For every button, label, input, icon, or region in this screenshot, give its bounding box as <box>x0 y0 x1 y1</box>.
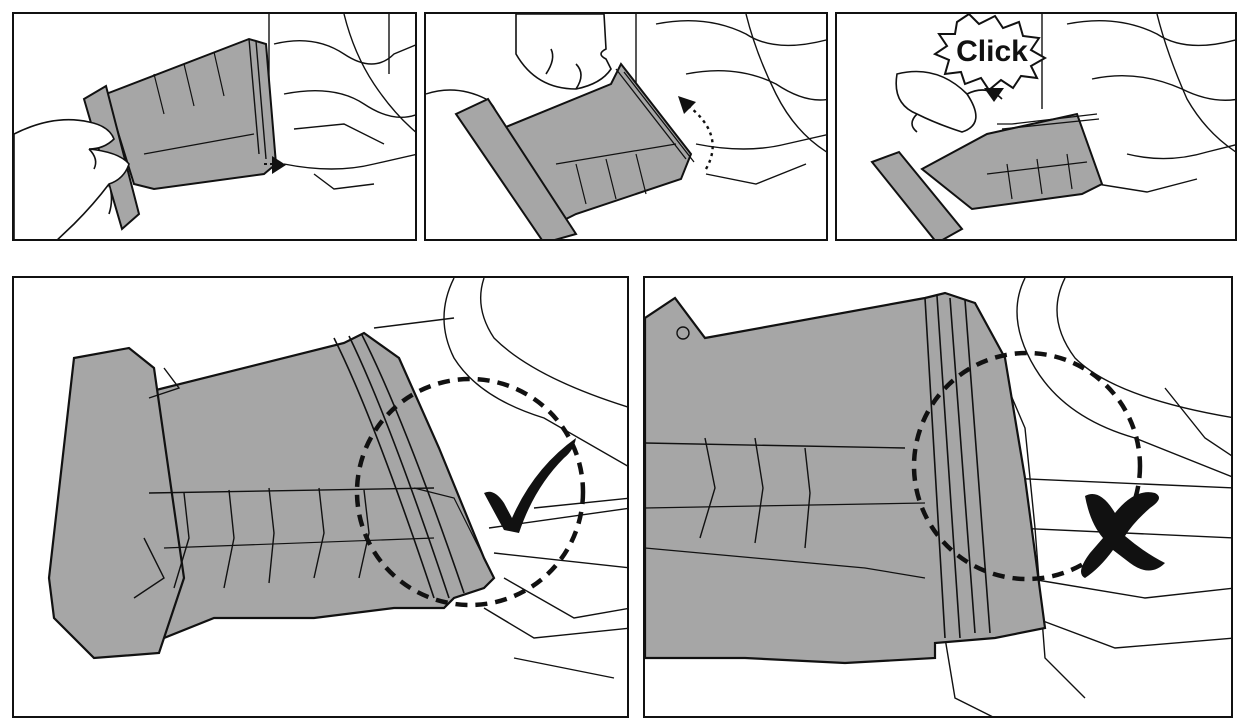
duct-part <box>870 112 1104 239</box>
cross-icon <box>1081 492 1165 578</box>
step-2-panel <box>424 12 828 241</box>
dashed-circle <box>911 350 1143 582</box>
arrow-icon <box>984 88 1004 102</box>
step-2-illustration <box>426 14 826 239</box>
hand-icon <box>14 118 130 239</box>
machine-body <box>373 278 627 679</box>
step-1-illustration <box>14 14 415 239</box>
click-burst-icon: Click <box>932 14 1048 92</box>
duct-part <box>47 331 496 660</box>
step-3-panel: Click <box>835 12 1237 241</box>
arrow-icon <box>685 103 714 170</box>
checkmark-icon <box>484 438 576 533</box>
machine-body <box>268 14 415 190</box>
step-1-panel <box>12 12 417 241</box>
step-4-illustration <box>47 278 627 679</box>
machine-body <box>1041 14 1235 193</box>
duct-part <box>82 37 278 231</box>
step-3-illustration: Click <box>870 14 1235 239</box>
machine-body <box>944 278 1231 716</box>
step-5-incorrect-panel <box>643 276 1233 718</box>
click-label: Click <box>956 35 1028 68</box>
dashed-circle <box>354 376 586 608</box>
hand-icon <box>895 70 1003 133</box>
step-5-illustration <box>645 278 1231 716</box>
duct-part <box>645 291 1047 665</box>
hand-icon <box>515 14 612 90</box>
step-4-correct-panel <box>12 276 629 718</box>
duct-part <box>454 62 695 239</box>
